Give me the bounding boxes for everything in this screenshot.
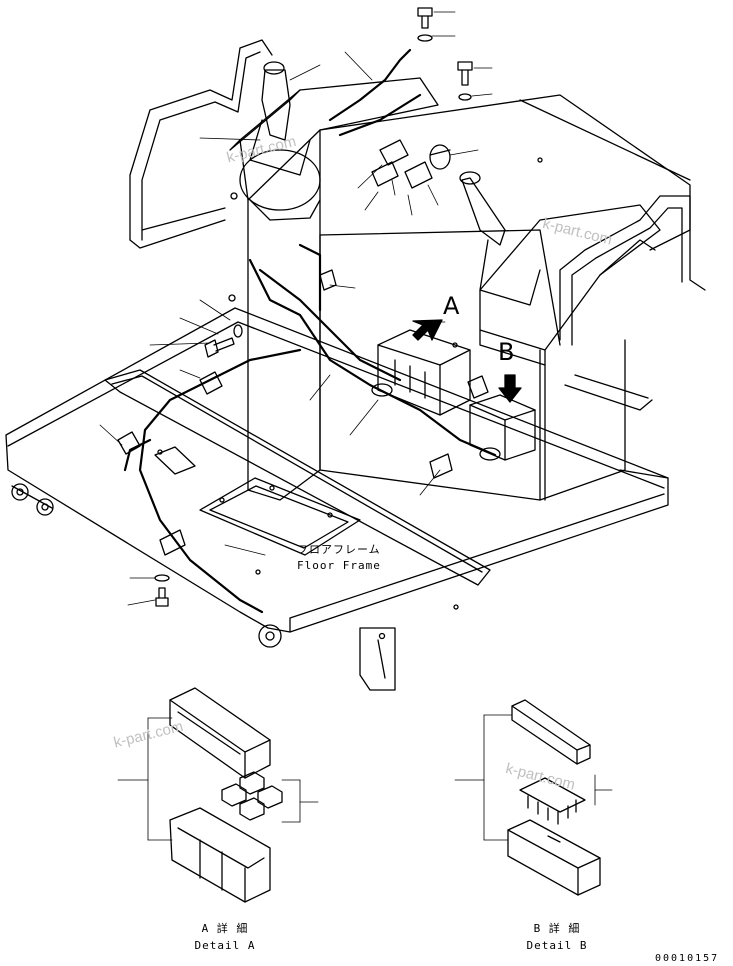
relay-box-b: [467, 375, 536, 461]
bolt-top-right: [457, 61, 473, 101]
floor-frame: [5, 307, 669, 691]
top-clamps: [371, 139, 451, 189]
detail-b-base: [507, 819, 601, 896]
detail-a-relays: [221, 771, 283, 821]
floor-frame-label-jp: フロアフレーム: [297, 543, 381, 556]
center-housing: [319, 94, 691, 501]
detail-b-terminals: [519, 777, 586, 825]
detail-b-cover: [511, 699, 591, 765]
detail-b-leaders: [454, 714, 613, 841]
fuse-box-a: [377, 329, 471, 416]
detail-a-cover: [169, 687, 271, 779]
detail-b-title-en: Detail B: [526, 939, 588, 952]
callout-arrow-b: [498, 374, 522, 403]
callout-label-a: A: [443, 292, 460, 320]
right-control-console: [479, 204, 661, 501]
guard-rail-left: [129, 39, 273, 249]
bolt-left: [204, 324, 243, 358]
drawing-number: 00010157: [655, 953, 720, 964]
leader-lines: [99, 11, 493, 606]
bolt-bottom: [154, 574, 170, 607]
detail-b-title-jp: B 詳 細: [533, 922, 581, 935]
frame-mount-plate: [359, 627, 396, 691]
callout-label-b: B: [498, 338, 515, 366]
detail-a-title-jp: A 詳 細: [201, 922, 249, 935]
harness-clamps: [117, 269, 501, 556]
frame-bracket-left: [11, 483, 54, 516]
wiring-harness: [123, 48, 497, 614]
right-joystick: [459, 171, 541, 306]
floor-frame-label-en: Floor Frame: [297, 559, 381, 572]
guard-rail-right: [559, 195, 706, 411]
detail-a-base: [169, 807, 271, 903]
bolt-top: [417, 7, 433, 42]
callout-arrow-a: [412, 319, 443, 341]
detail-a-title-en: Detail A: [194, 939, 256, 952]
frame-bracket-front: [258, 624, 282, 648]
detail-a-leaders: [117, 717, 319, 841]
